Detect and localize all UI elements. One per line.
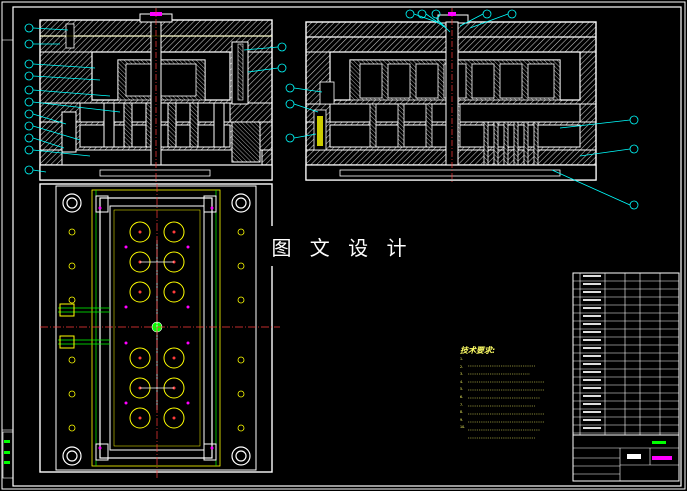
bom-cell-mark [583, 275, 601, 277]
bom-cell-mark [583, 403, 601, 405]
bom-cell-marks [627, 441, 672, 460]
technical-requirement-item: 9. [460, 417, 464, 422]
circle-leader-icon [24, 85, 111, 97]
technical-requirement-item: 8. [460, 410, 464, 415]
circle-leader-icon [24, 97, 121, 113]
technical-requirement-item: 10. [460, 425, 466, 430]
technical-requirements-title: 技术要求: [460, 346, 496, 355]
front-section-view [39, 8, 273, 184]
circle-leader-icon [285, 99, 319, 113]
bom-cell-mark [583, 371, 601, 373]
bom-cell-mark [583, 395, 601, 397]
circle-leader-icon [247, 63, 287, 73]
balloon-callouts-left [24, 23, 287, 175]
bom-cell-mark [583, 347, 601, 349]
bom-cell-mark [583, 419, 601, 421]
bom-cell-mark [583, 315, 601, 317]
circle-leader-icon [24, 165, 47, 175]
bom-cell-mark [583, 331, 601, 333]
balloon-callouts-right [285, 9, 639, 210]
tech-notes-lines [468, 365, 545, 439]
circle-leader-icon [24, 121, 81, 141]
technical-requirement-item: 5. [460, 387, 464, 392]
technical-requirement-item: 4. [460, 379, 464, 384]
bom-cell-mark [583, 387, 601, 389]
circle-leader-icon [24, 23, 69, 33]
inner-frame [12, 6, 682, 487]
bom-cell-mark [583, 355, 601, 357]
technical-requirement-item: 3. [460, 372, 464, 377]
watermark: 图 文 设 计 [262, 226, 422, 266]
bom-cell-mark [583, 339, 601, 341]
bom-cell-mark [583, 283, 601, 285]
circle-leader-icon [24, 71, 101, 81]
bom-cell-mark [583, 379, 601, 381]
circle-leader-icon [469, 9, 517, 29]
circle-leader-icon [459, 9, 492, 27]
circle-leader-icon [285, 83, 323, 93]
circle-leader-icon [579, 144, 639, 157]
technical-requirement-item: 7. [460, 402, 464, 407]
circle-leader-icon [431, 9, 451, 33]
technical-requirement-item: 1. [460, 357, 464, 361]
circle-leader-icon [24, 133, 65, 149]
technical-requirement-item: 2. [460, 364, 464, 369]
technical-requirement-item: 6. [460, 394, 464, 399]
bom-cell-mark [583, 291, 601, 293]
parts-list-table [572, 272, 680, 482]
bom-cell-mark [583, 323, 601, 325]
side-section-view [305, 8, 597, 184]
bom-cell-mark [583, 363, 601, 365]
bom-cell-mark [583, 307, 601, 309]
bom-cell-mark [583, 427, 601, 429]
circle-leader-icon [243, 42, 287, 52]
circle-leader-icon [24, 109, 67, 125]
circle-leader-icon [551, 169, 639, 210]
bom-cell-mark [583, 411, 601, 413]
revision-strip [2, 431, 14, 479]
circle-leader-icon [24, 145, 91, 157]
bom-cell-mark [583, 299, 601, 301]
circle-leader-icon [559, 115, 639, 129]
circle-leader-icon [24, 59, 96, 69]
circle-leader-icon [285, 133, 317, 143]
plan-view [39, 183, 280, 478]
circle-leader-icon [24, 39, 60, 49]
circle-leader-icon [417, 9, 447, 29]
technical-requirements: 技术要求: 1. 2. 3. 4. 5. 6. 7. 8. 9. 10. [460, 345, 575, 432]
